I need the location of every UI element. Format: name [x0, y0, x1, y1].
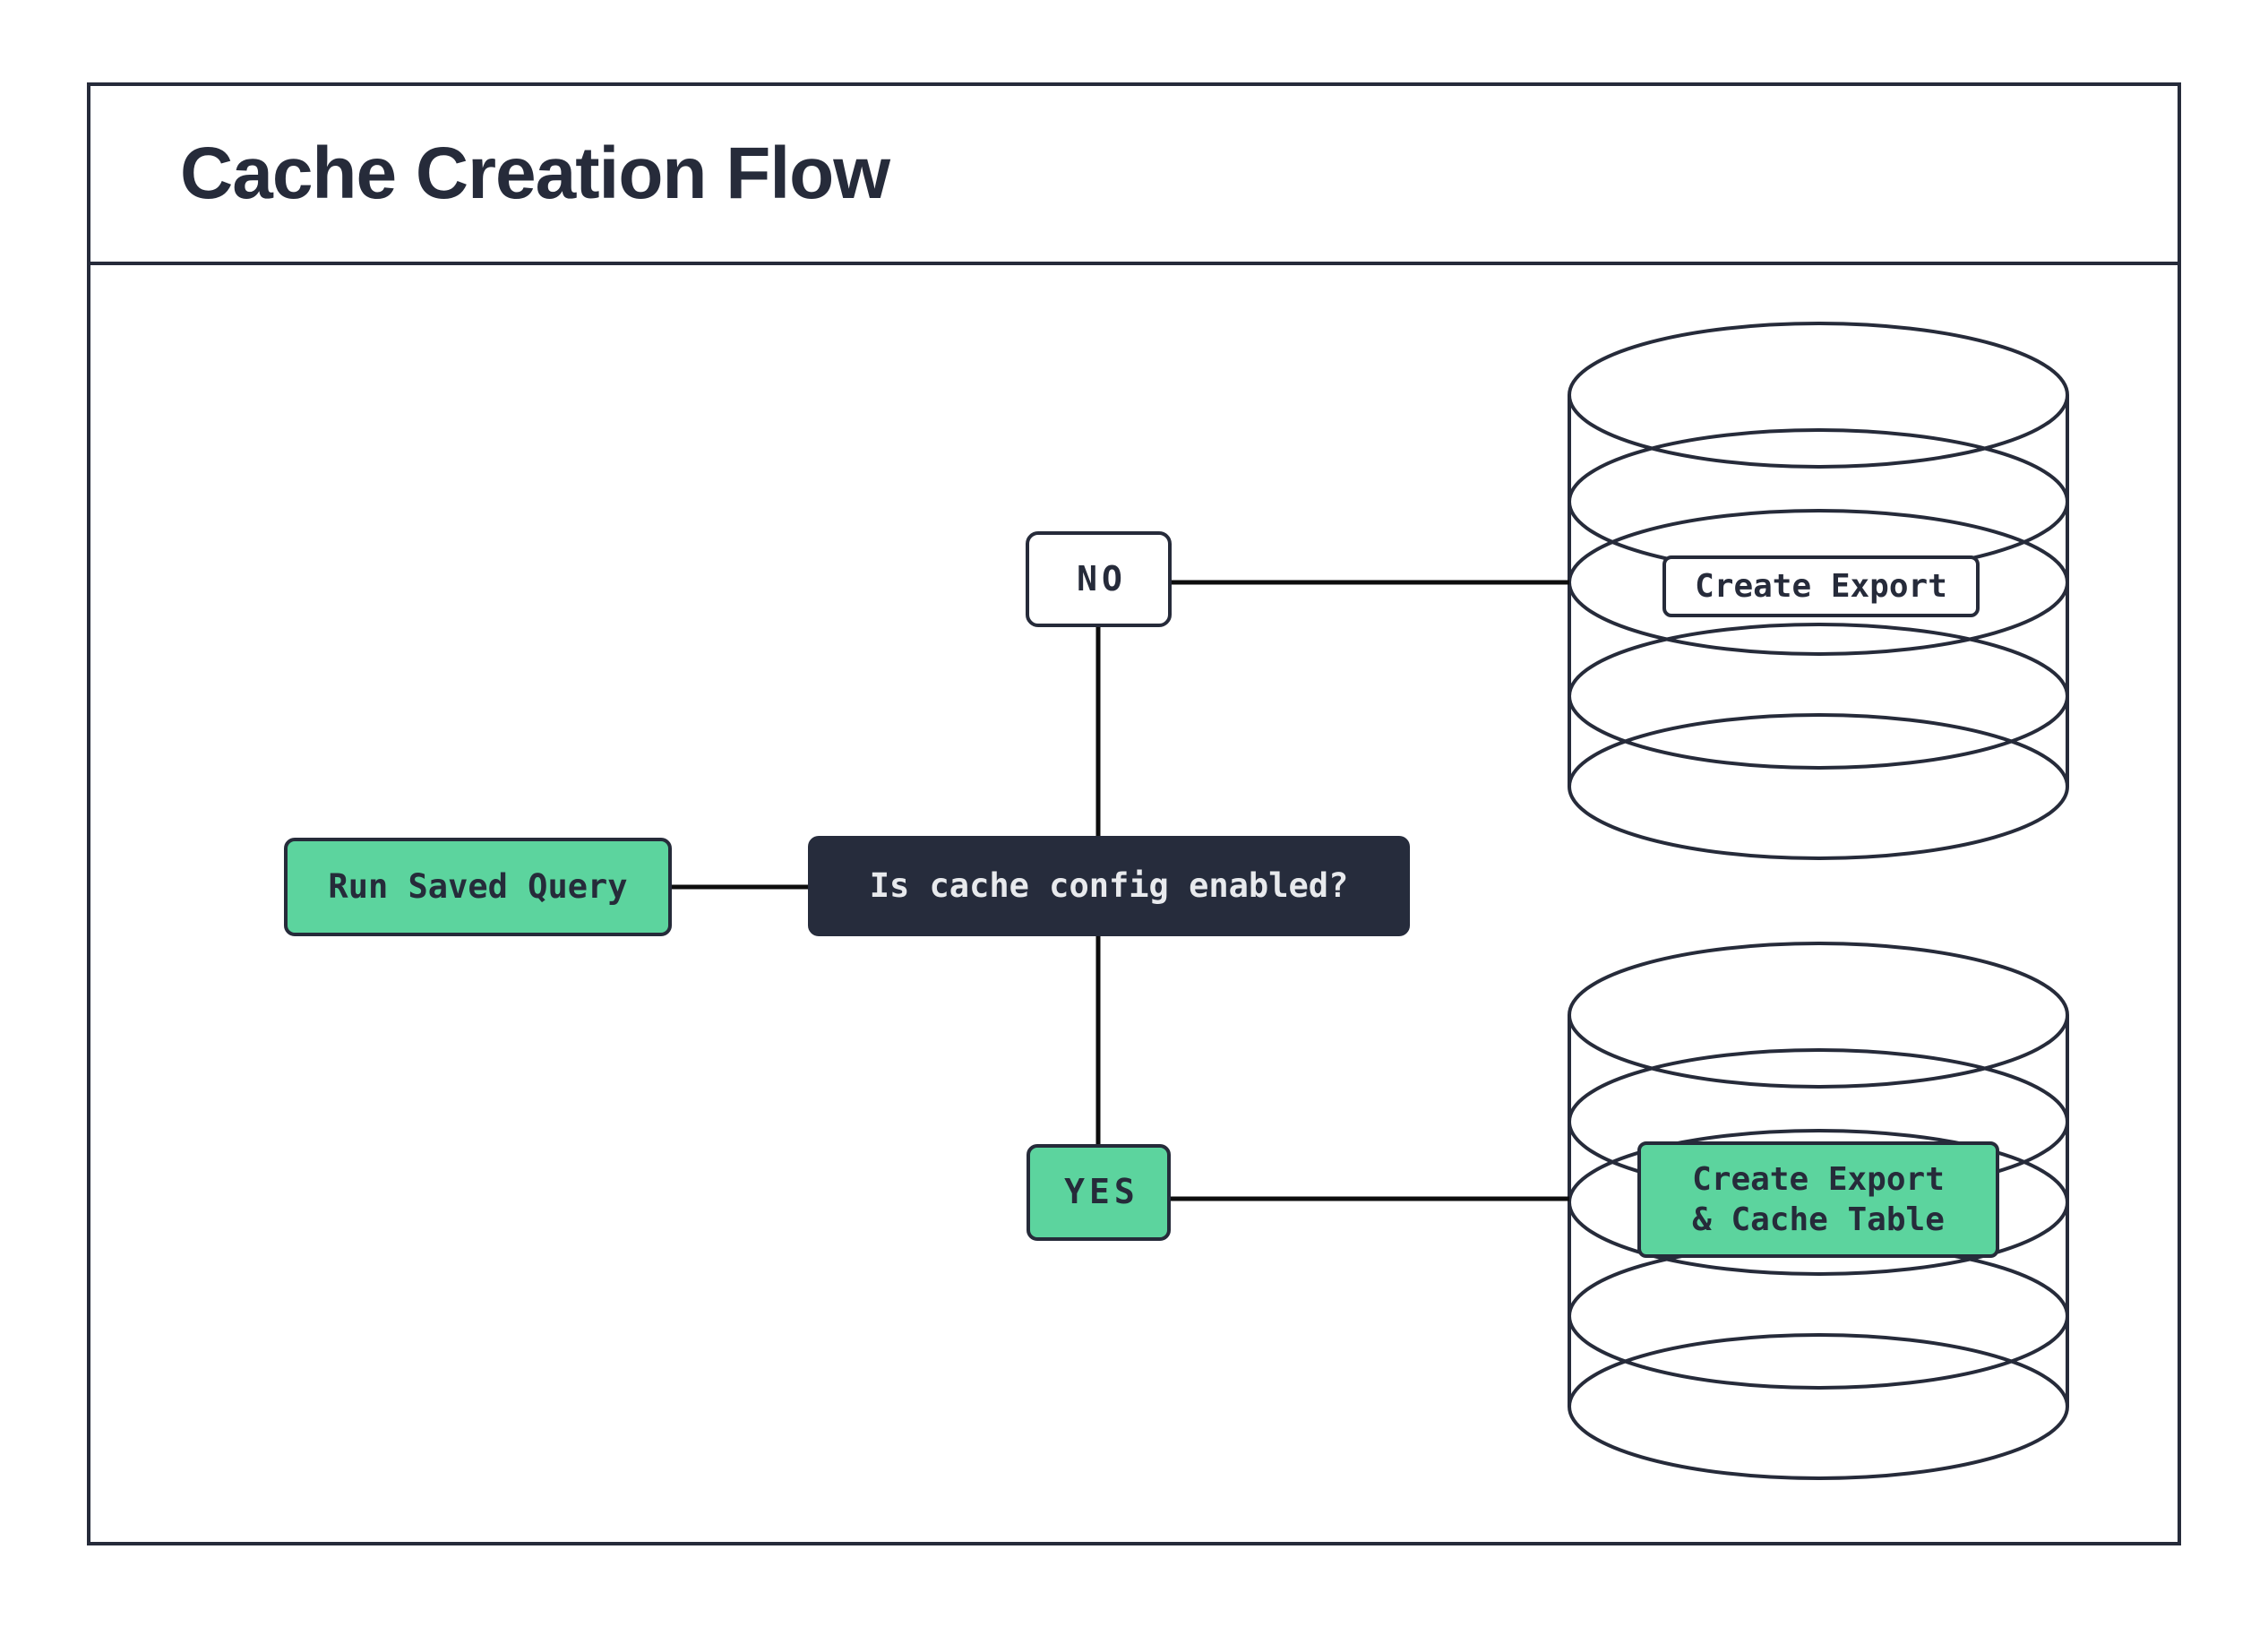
node-run-saved-query: Run Saved Query — [284, 838, 672, 936]
node-run-saved-query-label: Run Saved Query — [328, 866, 628, 906]
db-label-create-export: Create Export — [1662, 555, 1980, 617]
db-label-create-export-cache-line2: & Cache Table — [1692, 1201, 1945, 1238]
db-label-create-export-text: Create Export — [1695, 568, 1947, 605]
node-no-branch: NO — [1026, 531, 1172, 627]
node-yes-branch: YES — [1027, 1144, 1171, 1241]
db-label-create-export-cache-table: Create Export & Cache Table — [1637, 1141, 1999, 1258]
node-cache-config-question: Is cache config enabled? — [808, 836, 1410, 936]
node-yes-branch-label: YES — [1064, 1172, 1139, 1212]
db-label-create-export-cache-line1: Create Export — [1692, 1161, 1945, 1198]
node-no-branch-label: NO — [1077, 558, 1127, 598]
node-cache-config-question-label: Is cache config enabled? — [869, 865, 1349, 905]
